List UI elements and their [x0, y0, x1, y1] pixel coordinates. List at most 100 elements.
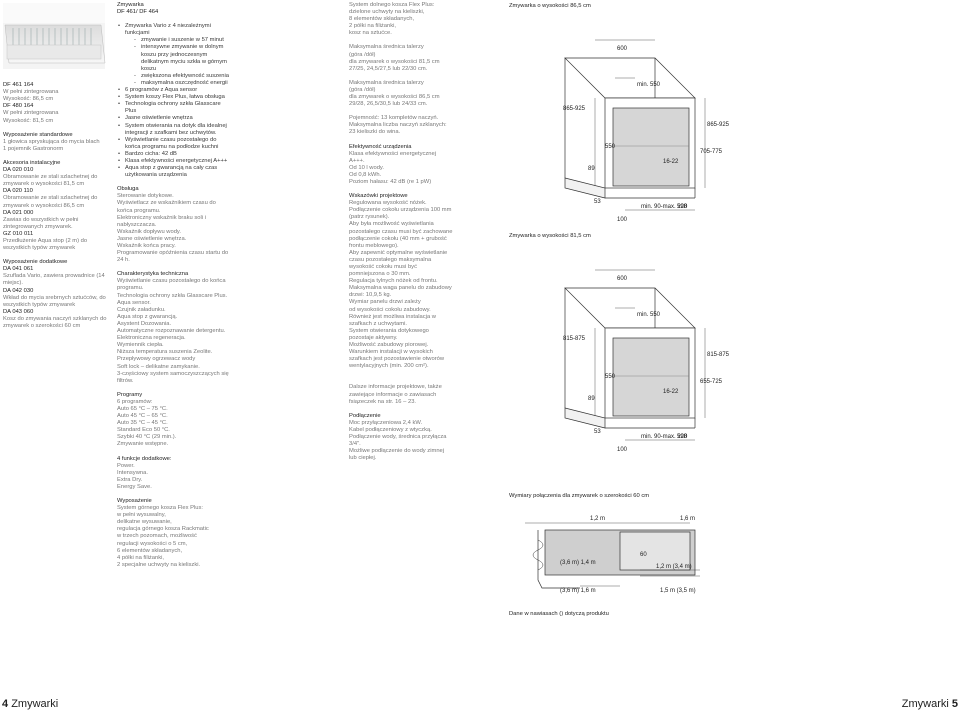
dim-height-right: 865-925 — [707, 122, 730, 128]
program-item: Zmywanie wstępne. — [117, 441, 169, 448]
accessory-code-4: GZ 010 011 — [3, 230, 34, 237]
section-subtitle: DF 461/ DF 464 — [117, 9, 159, 16]
dim-1-2m: 1,2 m — [590, 516, 605, 522]
model-2: DF 480 164 — [3, 103, 34, 110]
accessory-desc-1: Obramowanie ze stali szlachetnej do zmyw… — [3, 174, 98, 188]
dim-100: 100 — [617, 217, 628, 223]
standard-equipment-title: Wyposażenie standardowe — [3, 131, 73, 138]
planning-item: Warunkiem instalacji w wysokich — [349, 349, 433, 356]
function-item: Intensywna. — [117, 469, 148, 476]
plate-diameter-815-line: dla zmywarek o wysokości 81,5 cm — [349, 58, 440, 65]
tech-title: Charakterystyka techniczna — [117, 271, 189, 278]
additional-desc-2: Wkład do mycia srebrnych sztućców, do ws… — [3, 294, 106, 308]
plate-diameter-865-line: (góra /dół) — [349, 86, 376, 93]
dishwasher-photo — [3, 3, 106, 69]
operation-item: Wyświetlacz ze wskaźnikiem czasu do końc… — [117, 200, 216, 214]
installation-diagram-865: 600 min. 550 865-925 865-925 705-775 550… — [563, 39, 730, 223]
feature-item: Zmywarka Vario z 4 niezależnymi funkcjam… — [117, 23, 232, 87]
equipment-item: w trzech pozomach, możliwość — [117, 533, 197, 540]
dim-depth: 705-775 — [700, 149, 723, 155]
operation-item: Programowanie opóźnienia czasu startu do… — [117, 250, 229, 264]
standard-item-2: 1 pojemnik Gastronorm — [3, 145, 64, 152]
planning-item: szafkach jest pozostawienie otworów — [349, 356, 445, 363]
planning-item: drzwi: 10,9,5 kg. — [349, 292, 392, 299]
feature-item: Bardzo cicha: 42 dB — [117, 151, 232, 158]
equipment-item: w pełni wysuwalny, — [117, 512, 166, 519]
col-middle: Zmywarka DF 461/ DF 464 Zmywarka Vario z… — [117, 2, 232, 569]
dim-plinth: min. 90-max. 220 — [641, 204, 688, 210]
dim-89: 89 — [588, 166, 595, 172]
capacity-line: Pojemność: 13 kompletów naczyń. — [349, 115, 439, 122]
equipment-item: regulacja górnego kosza Rackmatic — [117, 526, 209, 533]
program-item: Auto 45 °C – 65 °C. — [117, 413, 168, 420]
planning-item: Maksymalna waga panelu do zabudowy — [349, 285, 452, 292]
footer-right: Zmywarki 5 — [902, 698, 958, 711]
model-1: DF 461 164 — [3, 82, 34, 89]
program-item: Szybki 40 °C (29 min.). — [117, 434, 177, 441]
tech-item: 3-częściowy system samoczyszczących się … — [117, 370, 229, 384]
connection-item: Podłączenie wody, średnica przyłącza — [349, 433, 447, 440]
additional-code-1: DA 041 061 — [3, 266, 34, 273]
dim-1-5-3-5m: 1,5 m (3,5 m) — [660, 588, 696, 594]
function-item: Power. — [117, 462, 135, 469]
program-item: Auto 65 °C – 75 °C. — [117, 405, 168, 412]
dim-min-width: min. 550 — [637, 312, 661, 318]
planning-item: szafkach z uchwytami. — [349, 320, 407, 327]
feature-text: Zmywarka Vario z 4 niezależnymi funkcjam… — [125, 23, 211, 37]
tech-item: Elektroniczna regeneracja. — [117, 335, 186, 342]
footer-label-right: Zmywarki — [901, 698, 949, 710]
planning-item: od wysokości cokołu zabudowy. — [349, 306, 431, 313]
lower-basket-item: 2 półki na filiżanki, — [349, 23, 397, 30]
efficiency-item: Od 10 l wody. — [349, 164, 385, 171]
planning-item: wentylacyjnych (min. 200 cm²). — [349, 363, 429, 370]
model-list: DF 461 164 W pełni zintegrowana Wysokość… — [3, 82, 107, 125]
planning-item: Podłączenie cokołu urządzenia 100 mm — [349, 207, 452, 214]
planning-item: Również jest możliwa instalacja w — [349, 313, 436, 320]
plate-diameter-865-line: 29/28, 26,5/30,5 lub 24/33 cm. — [349, 101, 428, 108]
diagram-3-caption: Wymiary połączenia dla zmywarek o szerok… — [509, 493, 650, 499]
feature-list: Zmywarka Vario z 4 niezależnymi funkcjam… — [117, 23, 232, 179]
efficiency-item: Od 0,8 kWh. — [349, 171, 382, 178]
dim-width: 600 — [617, 276, 628, 282]
dim-depth: 655-725 — [700, 379, 723, 385]
dim-89: 89 — [588, 396, 595, 402]
feature-item: Klasa efektywności energetycznej A+++ — [117, 158, 232, 165]
dim-3-6-1-4m: (3,6 m) 1,4 m — [560, 560, 596, 566]
planning-item: Wymiar panelu drzwi zależy — [349, 299, 421, 306]
operation-item: Wskaźnik końca pracy. — [117, 243, 176, 249]
lower-basket-item: 8 elementów składanych, — [349, 16, 415, 23]
dim-598: 598 — [677, 204, 688, 210]
accessory-desc-2: Obramowanie ze stali szlachetnej do zmyw… — [3, 195, 98, 209]
dim-min-width: min. 550 — [637, 82, 661, 88]
planning-item: Regulowana wysokość nóżek. — [349, 200, 427, 207]
model-1-height: Wysokość: 86,5 cm — [3, 96, 54, 103]
accessory-code-3: DA 021 000 — [3, 209, 34, 216]
equipment-title: Wyposażenie — [117, 498, 152, 504]
further-info-line: fsiązeczek na str. 16 – 23. — [349, 398, 417, 405]
planning-item: Aby była możliwość wyświetlania — [349, 221, 434, 228]
footer-left: 4 Zmywarki — [2, 698, 58, 711]
dim-550: 550 — [605, 144, 616, 150]
section-title: Zmywarka — [117, 2, 144, 8]
function-item: Energy Save. — [117, 483, 152, 490]
plate-diameter-815: Maksymalna średnica talerzy — [349, 44, 424, 51]
operation-item: Jasne oświetlenie wnętrza. — [117, 235, 187, 242]
additional-code-3: DA 043 060 — [3, 308, 34, 315]
additional-code-2: DA 042 030 — [3, 287, 34, 294]
functions-title: 4 funkcje dodatkowe: — [117, 455, 172, 462]
dim-height-right: 815-875 — [707, 352, 730, 358]
page-number-left: 4 — [2, 698, 9, 710]
accessory-desc-3: Zawias do wszystkich w pełni zintegrowan… — [3, 216, 79, 230]
feature-subitem: intensywne zmywanie w dolnym koszu przy … — [133, 44, 232, 72]
page-number-right: 5 — [951, 698, 958, 710]
additional-equipment-title: Wyposażenie dodatkowe — [3, 259, 68, 266]
operation-item: Sterowanie dotykowe. — [117, 193, 174, 200]
dim-53: 53 — [594, 199, 601, 205]
model-2-type: W pełni zintegrowana — [3, 110, 59, 117]
planning-item: pomniejszona o 30 mm. — [349, 271, 411, 278]
connection-item: Możliwe podłączenie do wody zimnej — [349, 448, 445, 455]
feature-subitem: zwiększona efektywność suszenia — [133, 73, 232, 80]
equipment-item: 6 elementów składanych, — [117, 547, 183, 554]
planning-item: System otwierania dotykowego — [349, 327, 429, 334]
planning-item: pozostaje aktywny. — [349, 334, 398, 341]
